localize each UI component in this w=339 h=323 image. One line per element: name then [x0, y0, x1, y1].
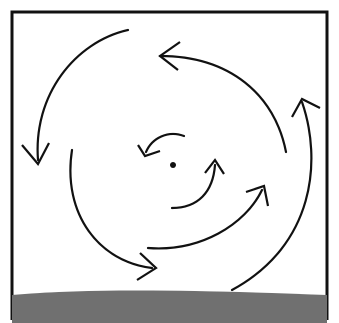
inner-arc-upper-arrow — [144, 132, 186, 154]
middle-arc-right-arrowhead — [245, 184, 270, 207]
outer-arc-left-arrow — [36, 28, 130, 162]
inner-arc-lower-arrow — [170, 163, 217, 210]
ground-band — [12, 290, 327, 323]
outer-arc-top-arrowhead — [158, 41, 181, 71]
middle-arc-lower-arrow — [69, 148, 154, 270]
center-dot — [170, 162, 176, 168]
outer-arc-left-arrowhead — [21, 142, 50, 166]
middle-arc-lower-arrowhead — [136, 252, 158, 281]
outer-arc-top-arrow — [158, 54, 288, 154]
outer-arc-right-arrow — [230, 100, 313, 292]
inner-arc-lower-arrowhead — [204, 158, 225, 175]
frame — [10, 10, 329, 320]
outer-arc-right-arrowhead — [291, 97, 321, 118]
middle-arc-right-arrow — [146, 188, 264, 250]
inner-arc-upper-arrowhead — [137, 144, 161, 158]
